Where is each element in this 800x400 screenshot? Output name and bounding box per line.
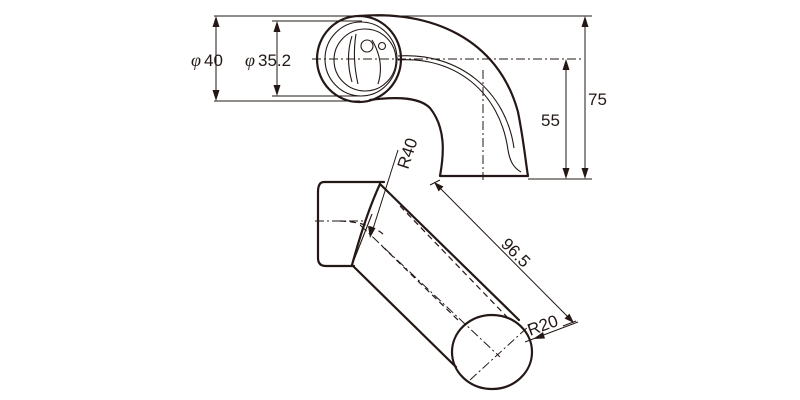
tube-side-view bbox=[315, 149, 579, 391]
phi-symbol-inner: φ bbox=[245, 50, 255, 70]
tube-upper-edge bbox=[378, 182, 521, 322]
outer-diameter-label: 40 bbox=[204, 51, 223, 70]
inner-ring-shadow bbox=[333, 28, 397, 92]
screw-hole bbox=[360, 39, 374, 53]
tube-centerline bbox=[359, 224, 501, 358]
bend-radius-label: R40 bbox=[394, 136, 422, 172]
socket-back bbox=[316, 180, 386, 268]
height-total-label: 75 bbox=[588, 90, 607, 109]
end-radius-label: R20 bbox=[525, 311, 561, 340]
length-label: 96.5 bbox=[497, 234, 534, 271]
inner-diameter-label: 35.2 bbox=[258, 51, 291, 70]
phi-symbol-outer: φ bbox=[191, 50, 201, 70]
height-center-label: 55 bbox=[541, 111, 560, 130]
elbow-top-view bbox=[212, 14, 592, 180]
tube-end bbox=[450, 313, 534, 391]
tube-lower-edge bbox=[350, 263, 458, 369]
elbow-body bbox=[357, 14, 530, 178]
